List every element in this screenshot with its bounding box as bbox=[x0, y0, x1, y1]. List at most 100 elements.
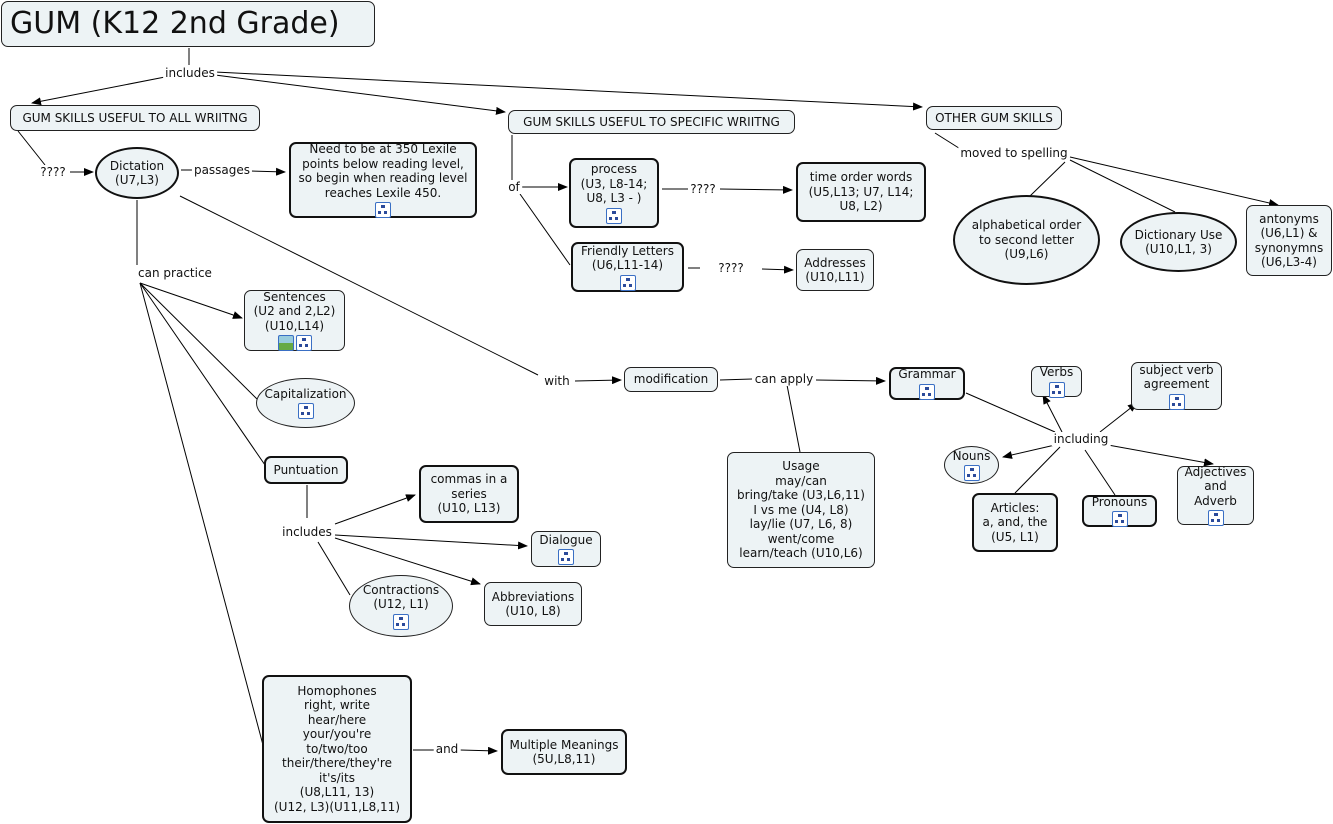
concept-capitalization[interactable]: Capitalization bbox=[256, 378, 355, 428]
concept-puntuation[interactable]: Puntuation bbox=[264, 456, 348, 484]
link-label-passages[interactable]: passages bbox=[191, 163, 253, 177]
concept-subject-verb[interactable]: subject verb agreement bbox=[1131, 362, 1222, 410]
concept-dialogue[interactable]: Dialogue bbox=[531, 531, 601, 567]
concept-label: OTHER GUM SKILLS bbox=[935, 110, 1053, 125]
concept-label: alphabetical order to second letter (U9,… bbox=[971, 218, 1082, 262]
link-line bbox=[214, 71, 923, 111]
link-line bbox=[1029, 161, 1066, 197]
link-line bbox=[815, 376, 886, 385]
concept-label: commas in a series (U10, L13) bbox=[430, 472, 508, 516]
concept-pronouns[interactable]: Pronouns bbox=[1082, 494, 1157, 528]
link-line bbox=[31, 76, 166, 106]
link-label-includes1[interactable]: includes bbox=[163, 66, 217, 80]
submap-icon[interactable] bbox=[1168, 393, 1185, 410]
link-label-with[interactable]: with bbox=[542, 374, 572, 388]
concept-verbs[interactable]: Verbs bbox=[1031, 365, 1082, 398]
concept-label: Adjectives and Adverb bbox=[1184, 464, 1247, 508]
concept-label: modification bbox=[633, 372, 709, 387]
link-line bbox=[459, 746, 498, 755]
concept-label: Addresses (U10,L11) bbox=[804, 255, 866, 285]
link-line bbox=[334, 534, 528, 550]
link-line bbox=[139, 282, 264, 746]
link-label-includes2[interactable]: includes bbox=[280, 525, 334, 539]
link-label-q1[interactable]: ???? bbox=[38, 165, 68, 179]
link-label-of[interactable]: of bbox=[506, 180, 522, 194]
submap-icon[interactable] bbox=[393, 613, 409, 630]
concept-all[interactable]: GUM SKILLS USEFUL TO ALL WRIITNG bbox=[10, 105, 260, 131]
concept-label: Dictation (U7,L3) bbox=[109, 158, 165, 188]
submap-icon[interactable] bbox=[1048, 381, 1065, 398]
concept-dictionary[interactable]: Dictionary Use (U10,L1, 3) bbox=[1120, 212, 1237, 272]
concept-contractions[interactable]: Contractions (U12, L1) bbox=[349, 575, 453, 637]
concept-modification[interactable]: modification bbox=[624, 367, 718, 392]
link-line bbox=[334, 537, 481, 586]
submap-icon[interactable] bbox=[558, 549, 574, 566]
link-line bbox=[719, 185, 793, 194]
concept-specific[interactable]: GUM SKILLS USEFUL TO SPECIFIC WRIITNG bbox=[508, 110, 795, 134]
link-line bbox=[519, 193, 571, 266]
link-label-including[interactable]: including bbox=[1051, 432, 1111, 446]
concept-abbreviations[interactable]: Abbreviations (U10, L8) bbox=[484, 582, 582, 626]
link-line bbox=[965, 392, 1056, 433]
link-label-q2[interactable]: ???? bbox=[688, 182, 718, 196]
concept-antonyms[interactable]: antonyms (U6,L1) & synonymns (U6,L3-4) bbox=[1246, 205, 1332, 276]
concept-label: Grammar bbox=[898, 367, 956, 382]
link-label-can-apply[interactable]: can apply bbox=[752, 372, 816, 386]
concept-nouns[interactable]: Nouns bbox=[944, 446, 999, 484]
image-icon[interactable] bbox=[277, 335, 294, 352]
link-label-can-practice[interactable]: can practice bbox=[136, 266, 214, 280]
link-line bbox=[934, 132, 963, 151]
concept-adjectives[interactable]: Adjectives and Adverb bbox=[1177, 464, 1254, 527]
root-concept[interactable]: GUM (K12 2nd Grade) bbox=[1, 1, 375, 47]
concept-label: Dictionary Use (U10,L1, 3) bbox=[1134, 227, 1223, 257]
concept-label: Need to be at 350 Lexile points below re… bbox=[298, 142, 468, 200]
concept-other[interactable]: OTHER GUM SKILLS bbox=[926, 106, 1062, 130]
link-line bbox=[214, 74, 506, 115]
concept-label: Capitalization bbox=[264, 386, 347, 401]
concept-label: GUM SKILLS USEFUL TO ALL WRIITNG bbox=[22, 110, 248, 125]
concept-label: Nouns bbox=[952, 448, 991, 463]
concept-dictation[interactable]: Dictation (U7,L3) bbox=[95, 147, 179, 199]
concept-label: Homophones right, write hear/here your/y… bbox=[274, 683, 400, 814]
link-line bbox=[719, 378, 753, 381]
concept-sentences[interactable]: Sentences (U2 and 2,L2) (U10,L14) bbox=[244, 290, 345, 352]
concept-articles[interactable]: Articles: a, and, the (U5, L1) bbox=[972, 493, 1058, 552]
concept-lexile[interactable]: Need to be at 350 Lexile points below re… bbox=[289, 142, 477, 218]
concept-multiple[interactable]: Multiple Meanings (5U,L8,11) bbox=[501, 729, 627, 775]
link-line bbox=[317, 541, 351, 596]
submap-icon[interactable] bbox=[606, 207, 622, 224]
submap-icon[interactable] bbox=[295, 335, 312, 352]
concept-commas[interactable]: commas in a series (U10, L13) bbox=[419, 465, 519, 523]
concept-label: Pronouns bbox=[1091, 494, 1148, 509]
submap-icon[interactable] bbox=[297, 403, 314, 420]
submap-icon[interactable] bbox=[919, 383, 935, 400]
concept-label: Contractions (U12, L1) bbox=[362, 582, 440, 612]
concept-grammar[interactable]: Grammar bbox=[889, 367, 965, 400]
concept-label: subject verb agreement bbox=[1139, 362, 1214, 392]
submap-icon[interactable] bbox=[963, 465, 980, 482]
concept-label: Puntuation bbox=[273, 462, 339, 477]
concept-addresses[interactable]: Addresses (U10,L11) bbox=[796, 249, 874, 291]
link-label-q3[interactable]: ???? bbox=[716, 261, 746, 275]
link-line bbox=[1069, 159, 1176, 213]
link-line bbox=[179, 195, 539, 376]
submap-icon[interactable] bbox=[1111, 511, 1128, 528]
concept-label: Dialogue bbox=[539, 532, 593, 547]
concept-process[interactable]: process (U3, L8-14; U8, L3 - ) bbox=[569, 158, 659, 228]
submap-icon[interactable] bbox=[375, 202, 391, 218]
link-line bbox=[17, 130, 46, 166]
link-line bbox=[334, 494, 416, 525]
concept-alphabetical[interactable]: alphabetical order to second letter (U9,… bbox=[953, 195, 1100, 285]
concept-friendly[interactable]: Friendly Letters (U6,L11-14) bbox=[571, 242, 684, 292]
link-label-moved[interactable]: moved to spelling bbox=[958, 146, 1070, 160]
link-line bbox=[761, 265, 794, 274]
submap-icon[interactable] bbox=[1207, 510, 1224, 527]
concept-usage[interactable]: Usage may/can bring/take (U3,L6,11) I vs… bbox=[727, 452, 875, 568]
submap-icon[interactable] bbox=[619, 274, 636, 291]
concept-homophones[interactable]: Homophones right, write hear/here your/y… bbox=[262, 675, 412, 823]
concept-time-order[interactable]: time order words (U5,L13; U7, L14; U8, L… bbox=[796, 162, 926, 222]
link-line bbox=[249, 167, 286, 176]
link-label-and[interactable]: and bbox=[433, 742, 461, 756]
link-line bbox=[1084, 449, 1116, 496]
